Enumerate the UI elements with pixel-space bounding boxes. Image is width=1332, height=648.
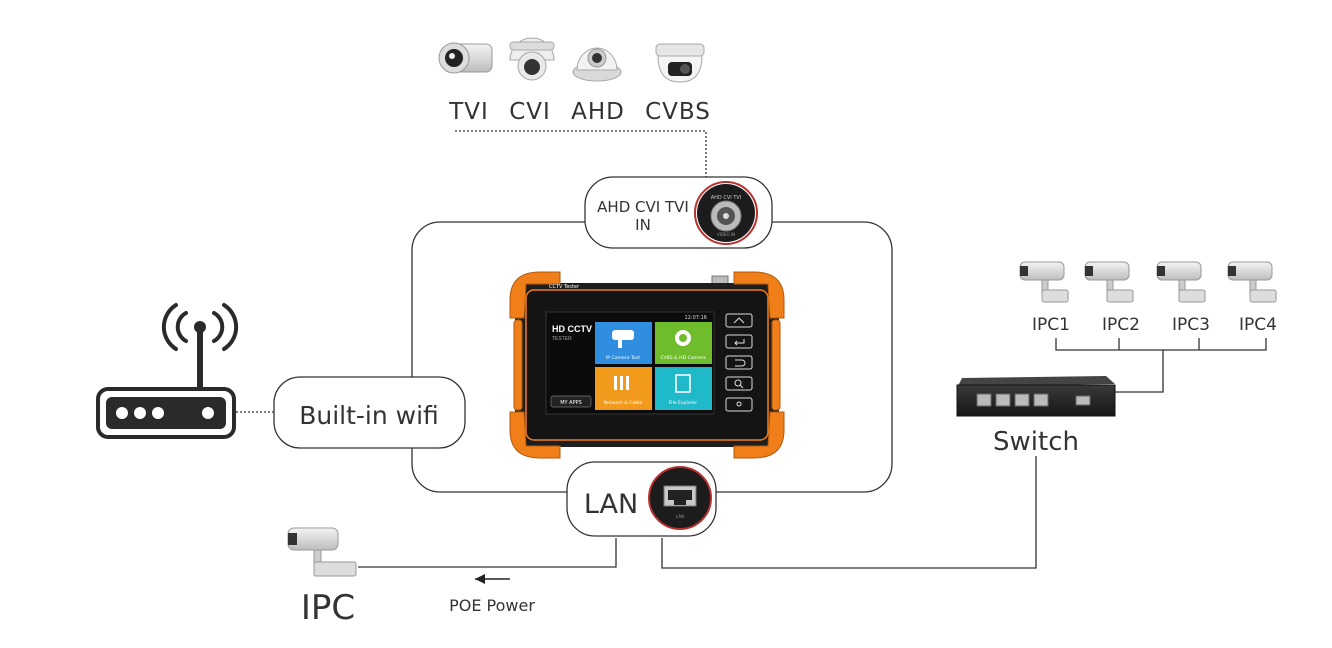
switch-label: Switch [993,427,1079,457]
wifi-label-box: Built-in wifi [273,376,466,449]
ip-cameras: IPC1 IPC2 IPC3 IPC4 [1019,261,1277,335]
bullet-camera-icon [438,42,493,74]
ip-camera-icon [287,527,357,577]
file-explorer-tile-icon [675,374,691,393]
ipc4-label: IPC4 [1239,315,1277,335]
my-apps-button[interactable]: MY APPS [550,395,592,408]
poe-power-label: POE Power [449,596,535,615]
ipc2-label: IPC2 [1102,315,1140,335]
camera-label-tvi: TVI [448,99,489,125]
status-time: 12:07:16 [685,315,707,321]
ip-camera-icon [1084,261,1134,303]
back-icon[interactable] [725,355,753,370]
rj45-port-text: LAN [676,514,684,519]
wifi-router-icon [96,303,239,439]
network-tile-icon [614,376,629,390]
rj45-port-icon: LAN [648,466,712,530]
arrow-left-icon [475,574,510,584]
ip-camera-tile-icon [612,330,634,340]
camera-label-ahd: AHD [571,99,625,125]
ip-camera-icon [1156,261,1206,303]
bnc-connector-icon: AHD CVI TVI VIDEO IN [694,181,758,245]
my-apps-label: MY APPS [560,400,582,406]
device-brand-line2: TESTER [552,336,572,342]
tile-ip-camera-test[interactable]: IP Camera Test [595,322,652,364]
dome-camera-icon [509,37,555,81]
zoom-icon[interactable] [725,376,753,391]
device-brand-line1: HD CCTV [552,324,592,334]
tile-cvbs-hd-camera[interactable]: CVBS & HD Camera [655,322,712,364]
tile-label-ip-camera: IP Camera Test [606,355,640,361]
camera-label-cvi: CVI [509,99,551,125]
switch-line [661,456,1037,569]
lan-label: LAN [584,489,638,520]
device-side-buttons [725,313,753,412]
poe-line [358,538,617,568]
ipc1-label: IPC1 [1032,315,1070,335]
tile-label-network: Network & Cable [604,400,643,406]
bnc-dotted-line [455,130,707,178]
home-icon[interactable] [725,313,753,328]
dome-camera-icon [572,47,622,82]
device-top-label: CCTV Tester [549,284,580,290]
ipc3-label: IPC3 [1172,315,1210,335]
tile-label-cvbs: CVBS & HD Camera [660,355,706,361]
tile-label-file-explorer: File Explorer [669,400,697,406]
camera-label-cvbs: CVBS [645,99,711,125]
bnc-port-text: AHD CVI TVI [711,195,742,201]
bnc-port-subtext: VIDEO IN [717,232,735,237]
wifi-label: Built-in wifi [299,401,439,430]
tile-network-cable[interactable]: Network & Cable [595,367,652,410]
bnc-label-line2: IN [635,216,651,234]
cctv-tester-device: CCTV Tester 12:07:16 HD CCTV TESTER MY A… [509,271,785,459]
brightness-icon[interactable] [725,397,753,412]
analog-cameras: TVI CVI AHD CVBS [438,37,711,125]
ipc-bus-line [1055,338,1267,393]
device-bumpers [509,271,785,459]
lan-port-box: LAN LAN [566,461,717,537]
bnc-port-box: AHD CVI TVI IN AHD CVI TVI VIDEO IN [584,176,773,249]
enter-icon[interactable] [725,334,753,349]
ipc-label: IPC [301,588,355,628]
ip-camera-icon [1019,261,1069,303]
ip-camera-icon [1227,261,1277,303]
tile-file-explorer[interactable]: File Explorer [655,367,712,410]
bnc-label-line1: AHD CVI TVI [597,198,689,216]
network-switch-icon [956,376,1116,417]
turret-camera-icon [655,43,705,83]
